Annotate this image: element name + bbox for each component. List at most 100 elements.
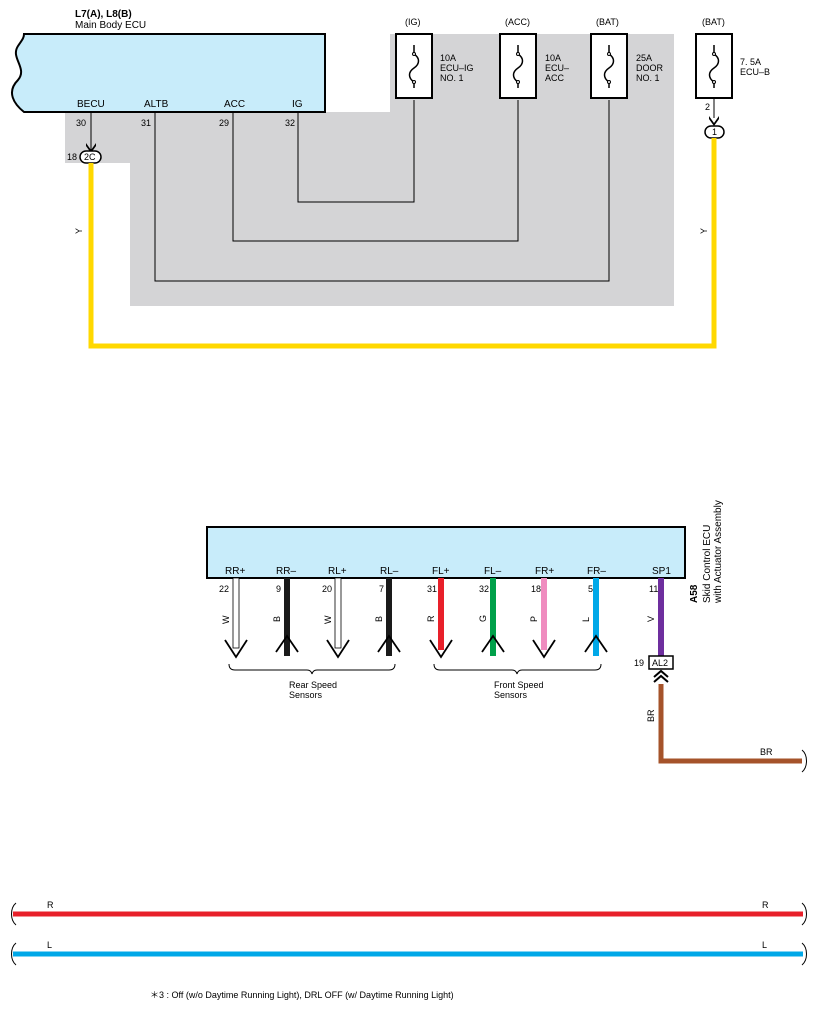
terminal-fl-minus: FL–	[484, 566, 502, 577]
wire-fl-plus	[429, 578, 453, 659]
pin-fl-minus: 32	[479, 584, 489, 594]
fuse-ecu-acc-no: ACC	[545, 73, 565, 83]
fuse-door-no: NO. 1	[636, 73, 660, 83]
fuse-ecu-ig-no: NO. 1	[440, 73, 464, 83]
connector-al2-label: AL2	[652, 658, 668, 668]
wire-acc-to-fuse	[232, 100, 519, 242]
fuse-ecu-b	[695, 33, 733, 99]
wire-fl-minus	[481, 578, 505, 656]
footnote: ＊3 : Off (w/o Daytime Running Light), DR…	[150, 990, 454, 1000]
fuse-door-name: DOOR	[636, 63, 664, 73]
wire-rl-minus	[377, 578, 401, 656]
brown-wire-label-horiz: BR	[760, 747, 773, 757]
terminal-rl-plus: RL+	[328, 566, 347, 577]
fuse-ecu-acc-name: ECU–	[545, 63, 569, 73]
wire-fr-minus	[584, 578, 608, 656]
front-sensor-label-1: Front Speed	[494, 680, 544, 690]
rear-sensor-label-2: Sensors	[289, 690, 323, 700]
pin-altb: 31	[141, 118, 151, 128]
skid-ecu-name-2: with Actuator Assembly	[713, 500, 724, 604]
fuse-ecub-rating: 7. 5A	[740, 57, 761, 67]
main-body-ecu-box	[10, 33, 326, 113]
main-ecu-code: L7(A), L8(B)	[75, 9, 132, 20]
terminal-rl-minus: RL–	[380, 566, 399, 577]
connector-2c-pin: 18	[67, 152, 77, 162]
red-wire-label-right: R	[762, 900, 769, 910]
fuse-door-no1	[590, 33, 628, 99]
junction-block-shade	[65, 34, 674, 306]
front-sensor-bracket	[433, 663, 602, 675]
skid-ecu-code: A58	[689, 584, 700, 603]
fuse-ecu-acc-rating: 10A	[545, 53, 561, 63]
terminal-fr-plus: FR+	[535, 566, 554, 577]
pin-rr-plus: 22	[219, 584, 229, 594]
blue-wire-label-left: L	[47, 940, 52, 950]
fuse-ecu-ig-source: (IG)	[405, 17, 421, 27]
wire-color-fr-plus: P	[529, 616, 539, 622]
pin-becu: 30	[76, 118, 86, 128]
connector-1-label: 1	[712, 127, 717, 137]
fuse-door-source: (BAT)	[596, 17, 619, 27]
brown-wire-label-vert: BR	[646, 709, 656, 722]
al2-double-chevron-icon	[653, 669, 669, 683]
wire-rr-plus	[224, 577, 248, 659]
red-wire-break-right-icon	[801, 902, 807, 926]
wire-altb-to-fuse	[154, 100, 610, 282]
terminal-ig: IG	[292, 99, 303, 110]
terminal-fl-plus: FL+	[432, 566, 450, 577]
fuse-ecub-source: (BAT)	[702, 17, 725, 27]
wire-color-fr-minus: L	[581, 617, 591, 622]
wire-color-rr-plus: W	[221, 615, 231, 624]
wire-color-rl-minus: B	[374, 616, 384, 622]
wire-rr-minus	[275, 578, 299, 656]
rear-sensor-bracket	[228, 663, 396, 675]
connector-al2-box	[648, 655, 674, 670]
skid-ecu-name-1: Skid Control ECU	[702, 525, 713, 603]
skid-control-ecu-box	[206, 526, 686, 579]
terminal-altb: ALTB	[144, 99, 169, 110]
fuse-ecu-acc	[499, 33, 537, 99]
blue-wire-break-right-icon	[801, 942, 807, 966]
terminal-acc: ACC	[224, 99, 245, 110]
red-wire-label-left: R	[47, 900, 54, 910]
terminal-becu: BECU	[77, 99, 105, 110]
pin-rl-plus: 20	[322, 584, 332, 594]
pin-rr-minus: 9	[276, 584, 281, 594]
wire-fr-plus	[532, 578, 556, 659]
pin-fr-plus: 18	[531, 584, 541, 594]
blue-wire-label-right: L	[762, 940, 767, 950]
wire-ig-to-fuse	[297, 100, 415, 203]
pin-ig: 32	[285, 118, 295, 128]
pin-fr-minus: 5	[588, 584, 593, 594]
wire-brown	[658, 684, 802, 764]
rear-sensor-label-1: Rear Speed	[289, 680, 337, 690]
pin-ecub: 2	[705, 102, 710, 112]
pin-rl-minus: 7	[379, 584, 384, 594]
terminal-sp1: SP1	[652, 566, 671, 577]
terminal-rr-minus: RR–	[276, 566, 296, 577]
blue-wire-break-left-icon	[11, 942, 17, 966]
ecub-chevron-icon	[709, 116, 719, 126]
brown-wire-break-icon	[801, 749, 807, 773]
pin-sp1: 11	[649, 584, 658, 594]
wire-color-rr-minus: B	[272, 616, 282, 622]
wire-rl-plus	[326, 577, 350, 659]
front-sensor-label-2: Sensors	[494, 690, 528, 700]
pin-acc: 29	[219, 118, 229, 128]
connector-al2-pin: 19	[634, 658, 644, 668]
fuse-ecu-ig-name: ECU–IG	[440, 63, 474, 73]
yellow-wire-label-right: Y	[699, 228, 709, 234]
main-ecu-name: Main Body ECU	[75, 20, 146, 31]
yellow-wire-label-left: Y	[74, 228, 84, 234]
fuse-ecu-ig-rating: 10A	[440, 53, 456, 63]
yellow-wire-loop	[88, 138, 717, 349]
pin-fl-plus: 31	[427, 584, 437, 594]
connector-2c-label: 2C	[84, 152, 96, 162]
fuse-ecub-name: ECU–B	[740, 67, 770, 77]
fuse-ecu-ig	[395, 33, 433, 99]
fuse-ecu-acc-source: (ACC)	[505, 17, 530, 27]
wire-color-fl-minus: G	[478, 615, 488, 622]
wire-color-fl-plus: R	[426, 615, 436, 622]
wire-color-sp1: V	[646, 616, 656, 622]
